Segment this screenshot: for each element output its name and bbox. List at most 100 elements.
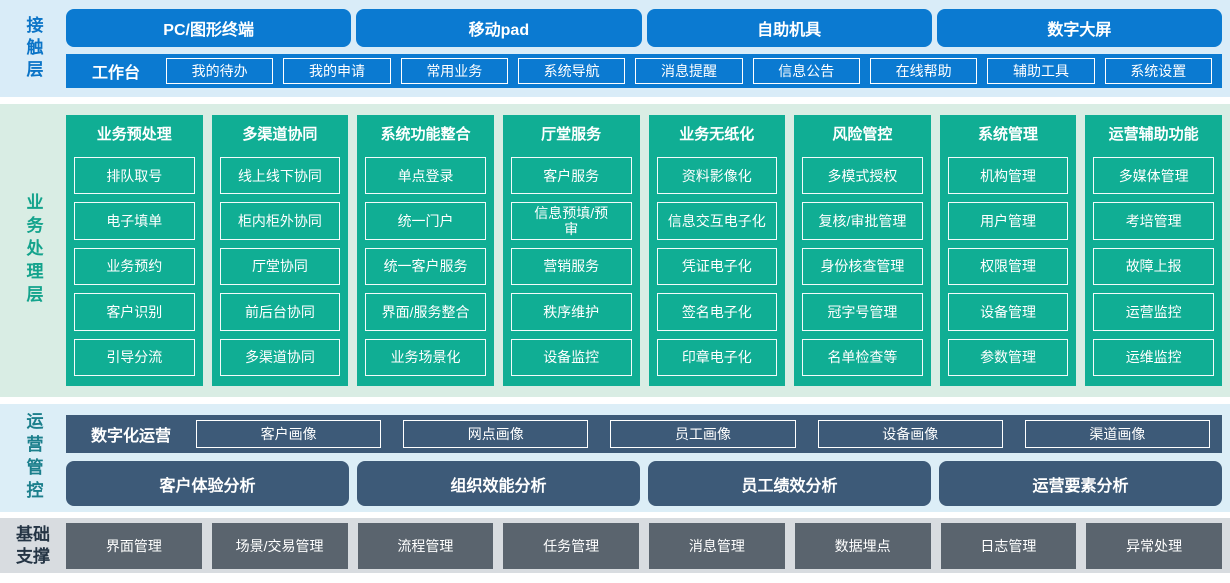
workbench-item-system-settings[interactable]: 系统设置: [1104, 58, 1212, 84]
analysis-employee-performance[interactable]: 员工绩效分析: [648, 461, 931, 506]
column-lobby-service: 厅堂服务 客户服务 信息预填/预审 营销服务 秩序维护 设备监控: [502, 115, 640, 386]
support-layer-label: 基础支撑: [16, 525, 50, 566]
support-row: 界面管理 场景/交易管理 流程管理 任务管理 消息管理 数据埋点 日志管理 异常…: [66, 523, 1222, 569]
business-item[interactable]: 权限管理: [947, 247, 1069, 286]
business-item[interactable]: 运营监控: [1093, 293, 1214, 331]
digital-ops-label: 数字化运营: [90, 428, 171, 445]
column-title: 运营辅助功能: [1108, 126, 1199, 143]
analysis-row: 客户体验分析 组织效能分析 员工绩效分析 运营要素分析: [66, 461, 1222, 506]
business-item[interactable]: 设备监控: [510, 338, 632, 377]
business-item[interactable]: 名单检查等: [802, 338, 923, 377]
business-item[interactable]: 厅堂协同: [219, 247, 341, 286]
workbench-item-common-business[interactable]: 常用业务: [400, 58, 508, 84]
column-title: 多渠道协同: [242, 126, 318, 143]
business-item[interactable]: 冠字号管理: [802, 293, 923, 331]
support-item-task-management[interactable]: 任务管理: [503, 523, 639, 569]
contact-layer-rail: 接触层: [0, 0, 66, 97]
business-item[interactable]: 印章电子化: [656, 338, 778, 377]
business-item[interactable]: 资料影像化: [656, 157, 778, 195]
support-item-scene-transaction[interactable]: 场景/交易管理: [211, 523, 348, 569]
business-item[interactable]: 信息预填/预审: [510, 202, 632, 240]
business-item[interactable]: 界面/服务整合: [365, 293, 486, 331]
workbench-item-online-help[interactable]: 在线帮助: [869, 58, 978, 84]
business-item[interactable]: 客户识别: [74, 293, 195, 331]
business-item[interactable]: 单点登录: [365, 157, 486, 195]
analysis-ops-elements[interactable]: 运营要素分析: [939, 461, 1222, 506]
business-item[interactable]: 业务预约: [74, 247, 195, 286]
support-item-message-management[interactable]: 消息管理: [649, 523, 785, 569]
column-ops-auxiliary: 运营辅助功能 多媒体管理 考培管理 故障上报 运营监控 运维监控: [1085, 115, 1222, 386]
digital-item-channel-profile[interactable]: 渠道画像: [1024, 420, 1211, 448]
business-item[interactable]: 统一客户服务: [365, 247, 486, 286]
support-item-ui-management[interactable]: 界面管理: [66, 523, 202, 569]
workbench-item-announcements[interactable]: 信息公告: [752, 58, 860, 84]
business-item[interactable]: 统一门户: [365, 202, 486, 240]
support-layer-section: 基础支撑 界面管理 场景/交易管理 流程管理 任务管理 消息管理 数据埋点 日志…: [0, 518, 1230, 573]
business-layer-rail: 业务处理层: [0, 104, 66, 397]
business-item[interactable]: 前后台协同: [219, 293, 341, 331]
channel-mobile-pad[interactable]: 移动pad: [356, 9, 642, 47]
business-item[interactable]: 故障上报: [1093, 247, 1214, 286]
column-paperless: 业务无纸化 资料影像化 信息交互电子化 凭证电子化 签名电子化 印章电子化: [648, 115, 786, 386]
business-item[interactable]: 机构管理: [947, 157, 1069, 195]
business-item[interactable]: 秩序维护: [510, 293, 632, 331]
business-item[interactable]: 签名电子化: [656, 293, 778, 331]
business-item[interactable]: 业务场景化: [365, 338, 486, 377]
analysis-org-efficiency[interactable]: 组织效能分析: [357, 461, 640, 506]
business-item[interactable]: 身份核查管理: [802, 247, 923, 286]
column-title: 系统管理: [978, 126, 1039, 143]
column-title: 业务无纸化: [679, 126, 755, 143]
business-item[interactable]: 参数管理: [947, 338, 1069, 377]
business-item[interactable]: 柜内柜外协同: [219, 202, 341, 240]
business-item[interactable]: 引导分流: [74, 338, 195, 377]
channel-self-service[interactable]: 自助机具: [646, 9, 932, 47]
workbench-item-aux-tools[interactable]: 辅助工具: [987, 58, 1095, 84]
workbench-item-message-alerts[interactable]: 消息提醒: [635, 58, 743, 84]
business-item[interactable]: 考培管理: [1093, 202, 1214, 240]
section-divider: [0, 97, 1230, 104]
contact-layer-section: 接触层 PC/图形终端 移动pad 自助机具 数字大屏 工作台 我的待办 我的申…: [0, 0, 1230, 97]
support-item-exception-handling[interactable]: 异常处理: [1086, 523, 1222, 569]
support-item-log-management[interactable]: 日志管理: [940, 523, 1077, 569]
business-layer-section: 业务处理层 业务预处理 排队取号 电子填单 业务预约 客户识别 引导分流 多渠道…: [0, 104, 1230, 397]
digital-ops-bar: 数字化运营 客户画像 网点画像 员工画像 设备画像 渠道画像: [66, 415, 1222, 453]
workbench-item-todo[interactable]: 我的待办: [166, 58, 274, 84]
business-item[interactable]: 线上线下协同: [219, 157, 341, 195]
business-item[interactable]: 营销服务: [510, 247, 632, 286]
digital-item-employee-profile[interactable]: 员工画像: [610, 420, 796, 448]
column-title: 厅堂服务: [541, 126, 602, 143]
workbench-label: 工作台: [91, 65, 140, 82]
column-title: 业务预处理: [96, 126, 172, 143]
contact-layer-label: 接触层: [23, 15, 43, 82]
business-item[interactable]: 多媒体管理: [1093, 157, 1214, 195]
business-item[interactable]: 多渠道协同: [219, 338, 341, 377]
business-item[interactable]: 信息交互电子化: [656, 202, 778, 240]
business-item[interactable]: 客户服务: [510, 157, 632, 195]
workbench-item-applications[interactable]: 我的申请: [283, 58, 391, 84]
digital-item-customer-profile[interactable]: 客户画像: [196, 420, 382, 448]
digital-item-branch-profile[interactable]: 网点画像: [403, 420, 589, 448]
column-system-integration: 系统功能整合 单点登录 统一门户 统一客户服务 界面/服务整合 业务场景化: [357, 115, 494, 386]
business-item[interactable]: 运维监控: [1093, 338, 1214, 377]
support-layer-rail: 基础支撑: [0, 518, 66, 573]
business-item[interactable]: 复核/审批管理: [802, 202, 923, 240]
channel-pc[interactable]: PC/图形终端: [66, 9, 352, 47]
business-layer-label: 业务处理层: [23, 193, 43, 308]
ops-layer-label: 运营管控: [23, 412, 43, 504]
column-title: 系统功能整合: [380, 126, 471, 143]
business-item[interactable]: 用户管理: [947, 202, 1069, 240]
business-item[interactable]: 电子填单: [74, 202, 195, 240]
business-item[interactable]: 凭证电子化: [656, 247, 778, 286]
business-item[interactable]: 多模式授权: [802, 157, 923, 195]
business-item[interactable]: 排队取号: [74, 157, 195, 195]
channel-digital-screen[interactable]: 数字大屏: [936, 9, 1222, 47]
column-pre-processing: 业务预处理 排队取号 电子填单 业务预约 客户识别 引导分流: [66, 115, 203, 386]
support-item-process-management[interactable]: 流程管理: [357, 523, 494, 569]
channel-row: PC/图形终端 移动pad 自助机具 数字大屏: [66, 9, 1222, 47]
column-title: 风险管控: [832, 126, 893, 143]
digital-item-device-profile[interactable]: 设备画像: [817, 420, 1003, 448]
analysis-customer-experience[interactable]: 客户体验分析: [66, 461, 349, 506]
workbench-item-system-nav[interactable]: 系统导航: [517, 58, 626, 84]
business-item[interactable]: 设备管理: [947, 293, 1069, 331]
support-item-data-tracking[interactable]: 数据埋点: [794, 523, 931, 569]
